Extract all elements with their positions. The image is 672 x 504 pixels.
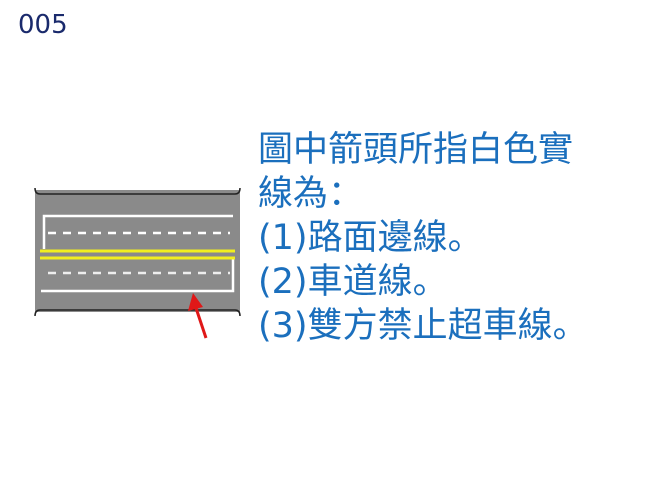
option-1: (1)路面邊線。 bbox=[258, 218, 483, 258]
question-text: 圖中箭頭所指白色實 線為： (1)路面邊線。 (2)車道線。 (3)雙方禁止超車… bbox=[258, 128, 588, 348]
question-number: 005 bbox=[18, 10, 68, 40]
option-2: (2)車道線。 bbox=[258, 262, 448, 302]
option-3: (3)雙方禁止超車線。 bbox=[258, 306, 588, 346]
road-diagram bbox=[34, 187, 241, 339]
white-solid-line-bottom bbox=[41, 258, 235, 293]
road-edge-top bbox=[34, 187, 241, 195]
road-edge-bottom bbox=[34, 309, 241, 317]
white-solid-line-top bbox=[42, 214, 233, 249]
question-line: 線為： bbox=[258, 174, 364, 214]
question-line: 圖中箭頭所指白色實 bbox=[258, 130, 574, 170]
arrow-icon bbox=[188, 293, 208, 339]
